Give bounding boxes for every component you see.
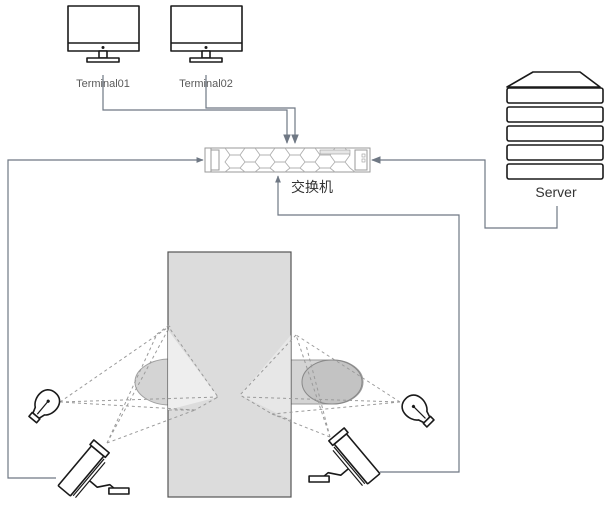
server-rack-icon [506,71,604,180]
edge-camera-right-switch [275,175,460,473]
terminal01[interactable]: Terminal01 [67,5,140,90]
edge-camera-left-switch [7,157,204,479]
terminal01-label: Terminal01 [76,78,130,90]
conveyor-panel [134,251,364,498]
terminal02-label: Terminal02 [179,78,233,90]
server[interactable]: Server [506,71,604,200]
switch[interactable]: 交换机 [204,147,371,195]
monitor-icon [67,5,140,63]
light-bulb-icon [28,389,61,424]
edge-terminal02-switch [205,75,299,144]
switch-label: 交换机 [291,179,333,195]
security-camera-icon [57,439,130,499]
field-of-view-lines [59,325,401,444]
terminal02[interactable]: Terminal02 [170,5,243,90]
light-left [28,389,61,424]
edge-server-switch [371,156,558,229]
edge-terminal01-switch [102,75,291,144]
light-right [401,394,435,428]
light-bulb-icon [401,394,435,428]
security-camera-icon [308,427,381,487]
camera-left [57,439,130,499]
connectors [7,75,558,479]
camera-right [308,427,381,487]
monitor-icon [170,5,243,63]
server-label: Server [535,184,577,200]
network-switch-icon [204,147,371,173]
